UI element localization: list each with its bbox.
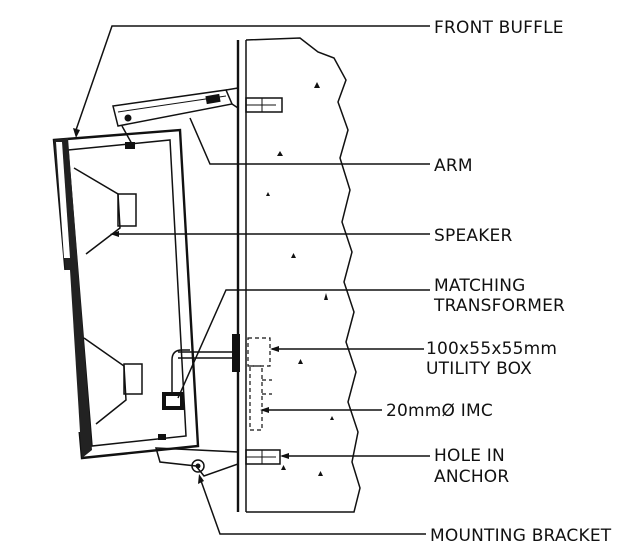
leader-arm [189,117,430,165]
bottom-anchor [245,449,281,465]
top-anchor [245,97,283,113]
utility-cover-plate [232,334,240,372]
leader-mounting-bracket [199,477,426,535]
label-hole-line1: HOLE IN [434,446,505,466]
wall-back-edge [245,37,361,513]
label-matching-line1: MATCHING [434,276,526,296]
utility-box [247,337,272,431]
label-utility-line1: 100x55x55mm [426,339,557,359]
arm-link-pin [125,142,135,149]
label-utility-line2: UTILITY BOX [426,359,532,379]
arm [112,87,239,127]
speaker-cabinet [52,128,200,460]
cabinet-bottom-pin [158,434,166,440]
label-hole-line2: ANCHOR [434,467,509,487]
concrete-wall [236,37,361,513]
lower-speaker [83,337,143,425]
label-matching-line2: TRANSFORMER [433,296,565,316]
label-imc: 20mmØ IMC [386,401,493,421]
label-front-buffle: FRONT BUFFLE [434,18,564,38]
leader-front-buffle [75,25,430,131]
label-arm: ARM [434,156,473,176]
mounting-bracket [154,447,239,477]
upper-speaker [73,167,137,255]
leader-transformer [177,289,430,399]
label-speaker: SPEAKER [434,226,513,246]
aggregate-marks [266,82,334,476]
label-mounting-bracket: MOUNTING BRACKET [430,526,612,546]
leaders [73,25,430,535]
